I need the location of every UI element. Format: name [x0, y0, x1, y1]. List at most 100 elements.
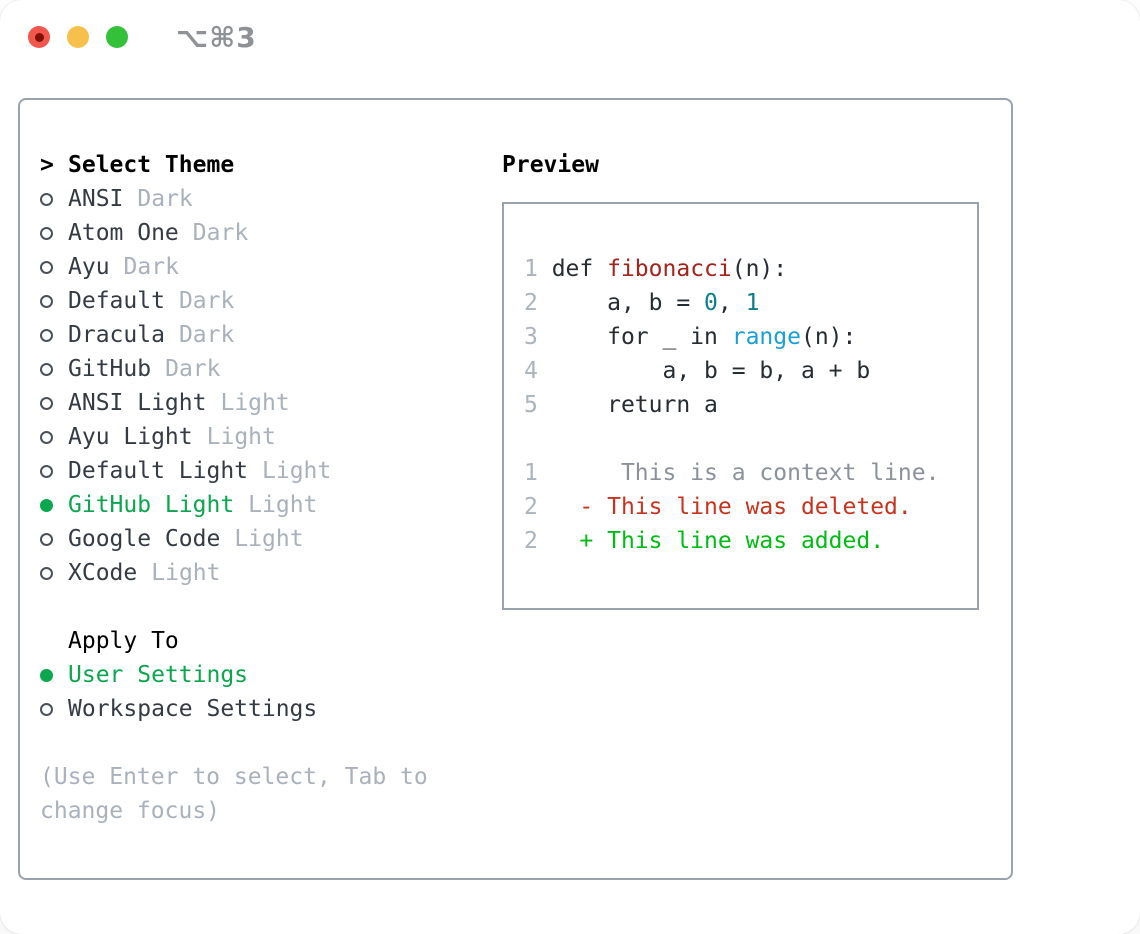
radio-selected-icon — [40, 668, 53, 682]
apply-option-label: Workspace Settings — [68, 696, 318, 722]
code-segment: range — [731, 324, 801, 350]
radio-icon — [40, 396, 53, 410]
theme-name: ANSI — [68, 186, 124, 212]
line-number: 3 — [524, 324, 538, 350]
apply-to-heading: Apply To — [68, 628, 179, 654]
code-segment: (n): — [800, 324, 857, 350]
keyboard-hint: (Use Enter to select, Tab to change focu… — [40, 764, 428, 824]
theme-option[interactable]: Dracula Dark — [40, 318, 464, 352]
code-segment: , — [717, 290, 746, 316]
code-line: 1 This is a context line. — [524, 456, 977, 490]
theme-option[interactable]: ANSI Light Light — [40, 386, 464, 420]
select-theme-heading: > Select Theme — [40, 148, 464, 182]
zoom-button[interactable] — [106, 26, 128, 48]
line-number: 2 — [524, 290, 538, 316]
theme-variant: Light — [220, 390, 290, 416]
code-line: 1 def fibonacci(n): — [524, 252, 977, 286]
code-line: 5 return a — [524, 388, 977, 422]
theme-option[interactable]: Default Light Light — [40, 454, 464, 488]
line-number: 2 — [524, 494, 538, 520]
code-segment: 1 — [745, 290, 760, 316]
theme-option[interactable]: Google Code Light — [40, 522, 464, 556]
theme-variant: Dark — [192, 220, 249, 246]
code-segment: a, b = b, a + b — [537, 358, 871, 384]
spacer — [40, 726, 464, 760]
radio-icon — [40, 260, 53, 274]
minimize-button[interactable] — [67, 26, 89, 48]
code-segment: (n): — [731, 256, 788, 282]
theme-name: GitHub — [68, 356, 152, 382]
radio-icon — [40, 328, 53, 342]
code-segment: + This line was added. — [537, 528, 885, 554]
theme-variant: Dark — [178, 322, 235, 348]
preview-column: Preview 1 def fibonacci(n):2 a, b = 0, 1… — [502, 148, 979, 610]
theme-option[interactable]: ANSI Dark — [40, 182, 464, 216]
radio-icon — [40, 430, 53, 444]
code-segment: This is a context line. — [537, 460, 940, 486]
window-title: ⌥⌘3 — [176, 20, 257, 54]
theme-name: Default — [68, 288, 165, 314]
theme-variant: Light — [248, 492, 318, 518]
code-segment: for _ in — [537, 324, 732, 350]
theme-variant: Light — [151, 560, 221, 586]
theme-option[interactable]: Atom One Dark — [40, 216, 464, 250]
preview-heading: Preview — [502, 152, 599, 178]
theme-name: Google Code — [68, 526, 221, 552]
radio-selected-icon — [40, 498, 53, 512]
theme-variant: Dark — [178, 288, 235, 314]
theme-name: XCode — [68, 560, 138, 586]
theme-variant: Light — [262, 458, 332, 484]
theme-option[interactable]: GitHub Light Light — [40, 488, 464, 522]
code-line — [524, 422, 977, 456]
line-number: 1 — [524, 460, 538, 486]
theme-variant: Light — [234, 526, 304, 552]
theme-option[interactable]: Ayu Light Light — [40, 420, 464, 454]
titlebar: ⌥⌘3 — [0, 0, 1140, 74]
line-number: 1 — [524, 256, 538, 282]
radio-icon — [40, 362, 53, 376]
code-segment: a, b = — [537, 290, 705, 316]
radio-icon — [40, 226, 53, 240]
theme-name: GitHub Light — [68, 492, 235, 518]
code-line: 2 + This line was added. — [524, 524, 977, 558]
theme-option[interactable]: Default Dark — [40, 284, 464, 318]
theme-name: Dracula — [68, 322, 165, 348]
line-number: 5 — [524, 392, 538, 418]
theme-variant: Dark — [165, 356, 221, 382]
code-line: 2 a, b = 0, 1 — [524, 286, 977, 320]
select-theme-heading-label: Select Theme — [68, 152, 235, 178]
theme-name: Ayu — [68, 254, 110, 280]
code-line: 4 a, b = b, a + b — [524, 354, 977, 388]
code-line: 3 for _ in range(n): — [524, 320, 977, 354]
theme-name: Default Light — [68, 458, 249, 484]
theme-option[interactable]: Ayu Dark — [40, 250, 464, 284]
theme-name: Ayu Light — [68, 424, 193, 450]
theme-option[interactable]: GitHub Dark — [40, 352, 464, 386]
theme-name: Atom One — [68, 220, 179, 246]
theme-variant: Light — [206, 424, 276, 450]
close-button[interactable] — [28, 26, 50, 48]
theme-name: ANSI Light — [68, 390, 207, 416]
spacer — [40, 590, 464, 624]
theme-option[interactable]: XCode Light — [40, 556, 464, 590]
line-number: 2 — [524, 528, 538, 554]
theme-variant: Dark — [123, 254, 179, 280]
radio-icon — [40, 192, 53, 206]
radio-icon — [40, 566, 53, 580]
radio-icon — [40, 702, 53, 716]
apply-option-label: User Settings — [68, 662, 249, 688]
apply-option[interactable]: User Settings — [40, 658, 464, 692]
code-segment: 0 — [704, 290, 718, 316]
theme-variant: Dark — [137, 186, 193, 212]
code-segment: def — [537, 256, 608, 282]
code-segment: fibonacci — [607, 256, 732, 282]
radio-icon — [40, 294, 53, 308]
apply-option[interactable]: Workspace Settings — [40, 692, 464, 726]
code-segment: - This line was deleted. — [537, 494, 912, 520]
